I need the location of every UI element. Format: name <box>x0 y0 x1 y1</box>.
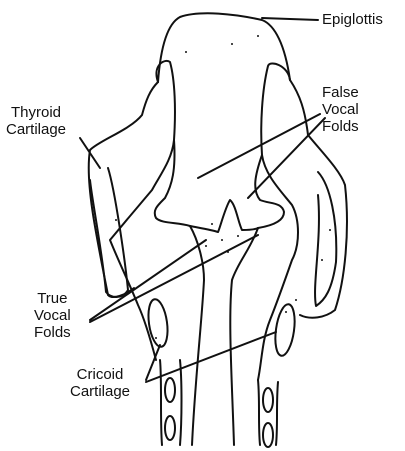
leader-epiglottis <box>262 18 318 20</box>
thyroid-cartilage-line-2: Cartilage <box>6 121 66 138</box>
cricoid-cartilage-label: Cricoid Cartilage <box>70 366 130 400</box>
true-vocal-fold-left <box>190 226 204 445</box>
false-vocal-folds-label: False Vocal Folds <box>322 84 359 135</box>
cricoid-cartilage-line-2: Cartilage <box>70 383 130 400</box>
true-vocal-folds-line-2: Vocal <box>34 307 71 324</box>
true-vocal-folds-line-3: Folds <box>34 324 71 341</box>
leader-thyroid <box>80 138 100 168</box>
cricoid-left <box>146 298 171 348</box>
false-vocal-folds-line-3: Folds <box>322 118 359 135</box>
thyroid-cartilage-label: Thyroid Cartilage <box>6 104 66 138</box>
cricoid-cartilage-line-1: Cricoid <box>70 366 130 383</box>
leader-false-vocal-fold-b <box>248 118 325 198</box>
cricoid-right <box>272 303 297 357</box>
true-vocal-folds-line-1: True <box>34 290 71 307</box>
true-vocal-folds-label: True Vocal Folds <box>34 290 71 341</box>
thyroid-cartilage-line-1: Thyroid <box>6 104 66 121</box>
false-vocal-fold-left <box>155 140 190 226</box>
leader-true-vocal-fold-a <box>90 240 206 320</box>
true-vocal-fold-right <box>230 228 258 445</box>
false-vocal-folds-line-2: Vocal <box>322 101 359 118</box>
thyroid-inner-right <box>315 172 336 306</box>
false-vocal-folds-line-1: False <box>322 84 359 101</box>
glottis <box>190 200 258 232</box>
epiglottis-label: Epiglottis <box>322 11 383 28</box>
epiglottis-shape <box>158 13 290 82</box>
leader-false-vocal-fold-a <box>198 114 320 178</box>
